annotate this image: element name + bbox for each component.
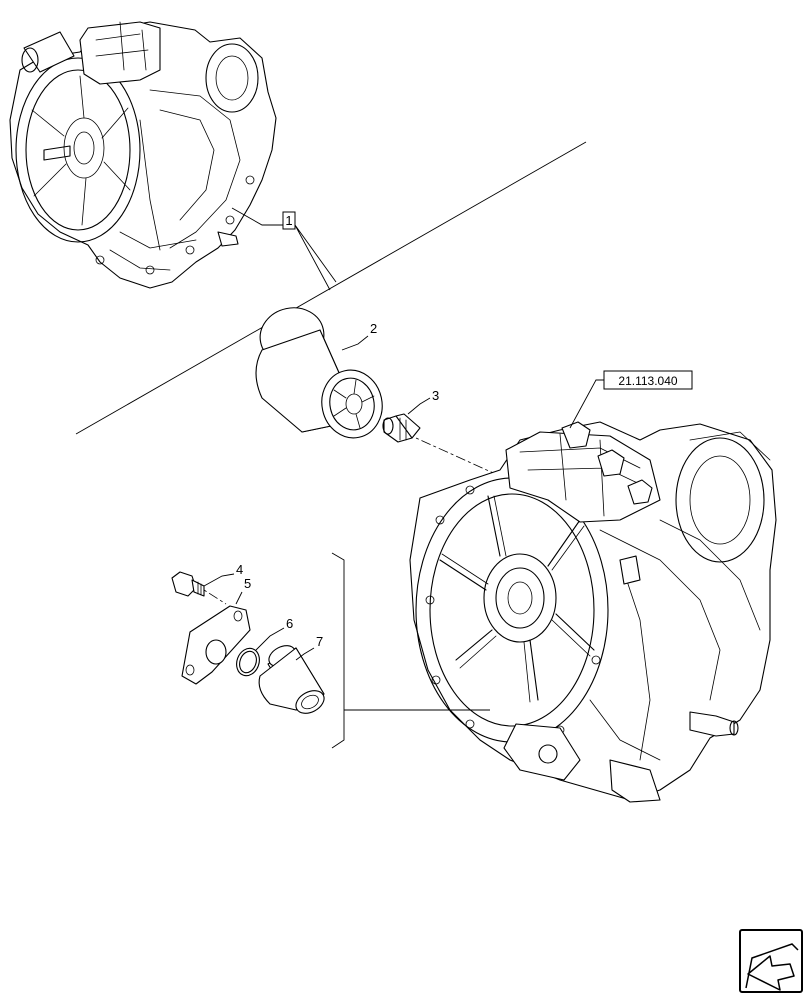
callout-7-label: 7 (316, 634, 323, 649)
cover-plate-drawing (181, 605, 251, 685)
callout-7: 7 (295, 634, 323, 661)
filter-cartridge-drawing (255, 307, 383, 439)
callout-5-label: 5 (244, 576, 251, 591)
callout-1-label: 1 (285, 213, 292, 228)
reference-21-113-040: 21.113.040 (569, 370, 693, 429)
callout-1: 1 (231, 207, 337, 291)
o-ring-drawing (236, 647, 260, 677)
reference-label: 21.113.040 (618, 374, 677, 388)
callout-4: 4 (203, 562, 243, 587)
transmission-overview-drawing (9, 21, 277, 289)
adapter-fitting-drawing (382, 413, 421, 443)
assembly-centerline (415, 437, 501, 477)
callout-2-label: 2 (370, 321, 377, 336)
callout-3-label: 3 (432, 388, 439, 403)
callout-4-label: 4 (236, 562, 243, 577)
bolt-drawing (171, 571, 205, 597)
bolt-centerline (203, 589, 227, 605)
separator-line (75, 141, 587, 435)
arrow-next-icon[interactable] (739, 929, 803, 993)
sleeve-drawing (258, 645, 325, 714)
callout-3: 3 (407, 388, 439, 415)
transmission-assembly-drawing (409, 421, 777, 803)
callout-2: 2 (341, 321, 377, 351)
group-bracket (331, 552, 345, 749)
callout-5: 5 (235, 576, 251, 605)
callout-6-label: 6 (286, 616, 293, 631)
callout-6: 6 (255, 616, 293, 651)
